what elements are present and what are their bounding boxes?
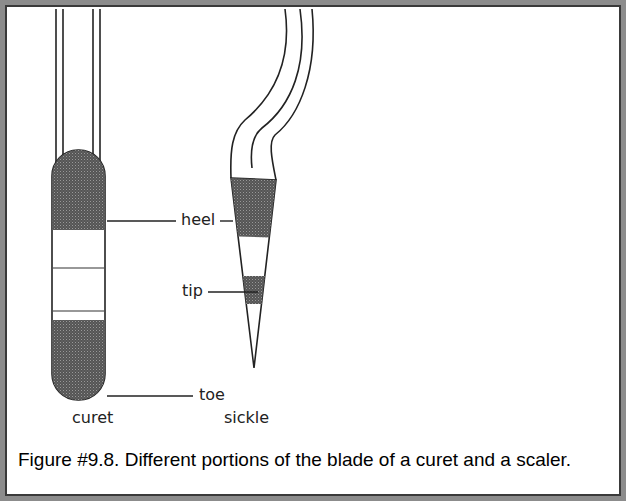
instrument-name: curet (70, 410, 115, 426)
part-name: toe (197, 387, 227, 403)
part-name: heel (179, 212, 217, 228)
part-name: tip (180, 283, 205, 299)
instrument-name: sickle (222, 410, 271, 426)
figure-caption: Figure #9.8. Different portions of the b… (18, 448, 608, 473)
